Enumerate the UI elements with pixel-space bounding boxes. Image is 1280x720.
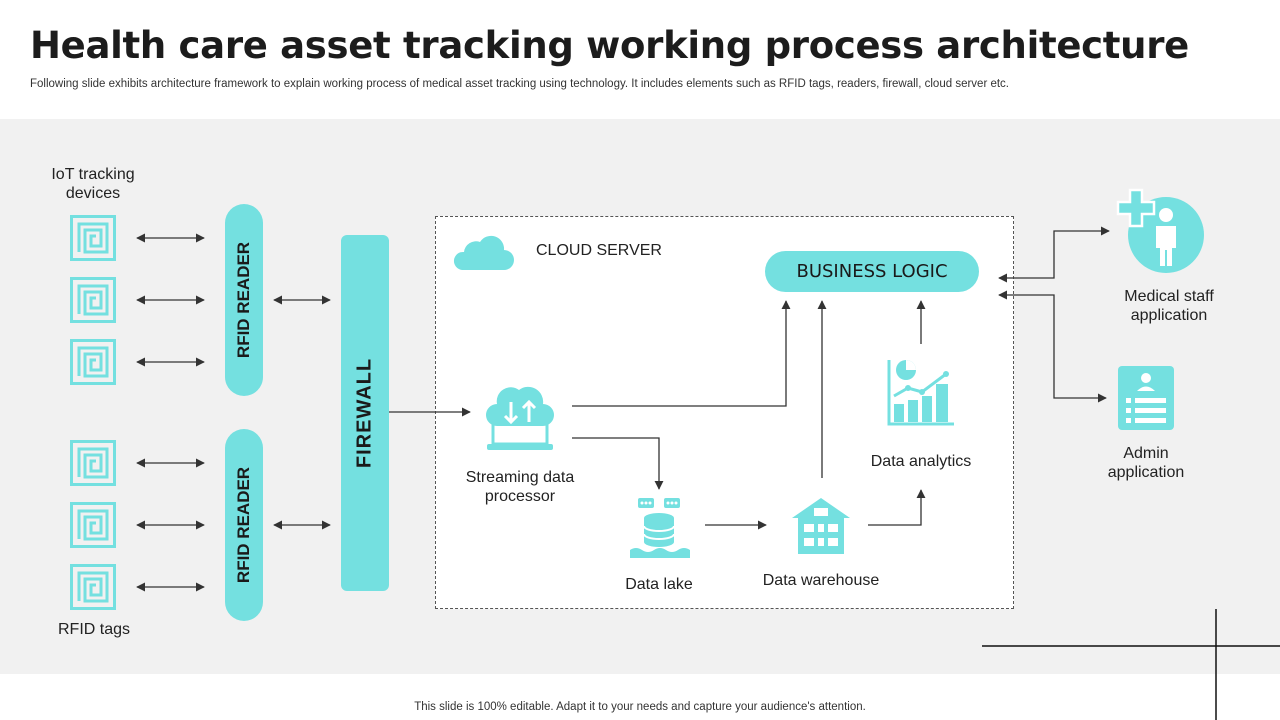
medical-staff-icon bbox=[1116, 188, 1208, 276]
business-logic-node: BUSINESS LOGIC bbox=[765, 251, 979, 292]
rfid-reader-top-label: RFID READER bbox=[234, 241, 253, 359]
data-warehouse-label: Data warehouse bbox=[762, 572, 880, 589]
footer-note: This slide is 100% editable. Adapt it to… bbox=[414, 701, 866, 713]
rfid-reader-top: RFID READER bbox=[225, 204, 263, 396]
data-analytics-label: Data analytics bbox=[870, 453, 972, 470]
rfid-tag-icon bbox=[70, 277, 116, 323]
rfid-tags-label: RFID tags bbox=[57, 621, 130, 638]
rfid-tag-icon bbox=[70, 215, 116, 261]
firewall-label: FIREWALL bbox=[353, 357, 376, 469]
medical-staff-label: Medical staff application bbox=[1124, 288, 1214, 324]
rfid-tag-icon bbox=[70, 440, 116, 486]
cloud-icon bbox=[452, 232, 514, 272]
admin-profile-icon bbox=[1118, 366, 1174, 430]
admin-label: Admin application bbox=[1107, 445, 1185, 481]
rfid-tag-icon bbox=[70, 564, 116, 610]
database-icon bbox=[628, 496, 690, 558]
building-icon bbox=[790, 494, 852, 556]
firewall-bar: FIREWALL bbox=[341, 235, 389, 591]
page-title: Health care asset tracking working proce… bbox=[30, 24, 1189, 67]
analytics-chart-icon bbox=[886, 356, 956, 428]
cloud-upload-laptop-icon bbox=[483, 376, 557, 454]
data-lake-label: Data lake bbox=[625, 576, 693, 593]
iot-devices-label: IoT tracking devices bbox=[51, 166, 135, 202]
page-subtitle: Following slide exhibits architecture fr… bbox=[30, 78, 1009, 90]
rfid-reader-bottom-label: RFID READER bbox=[234, 466, 253, 584]
rfid-reader-bottom: RFID READER bbox=[225, 429, 263, 621]
streaming-label: Streaming data processor bbox=[465, 469, 575, 505]
cloud-server-label: CLOUD SERVER bbox=[536, 242, 662, 259]
rfid-tag-icon bbox=[70, 502, 116, 548]
rfid-tag-icon bbox=[70, 339, 116, 385]
